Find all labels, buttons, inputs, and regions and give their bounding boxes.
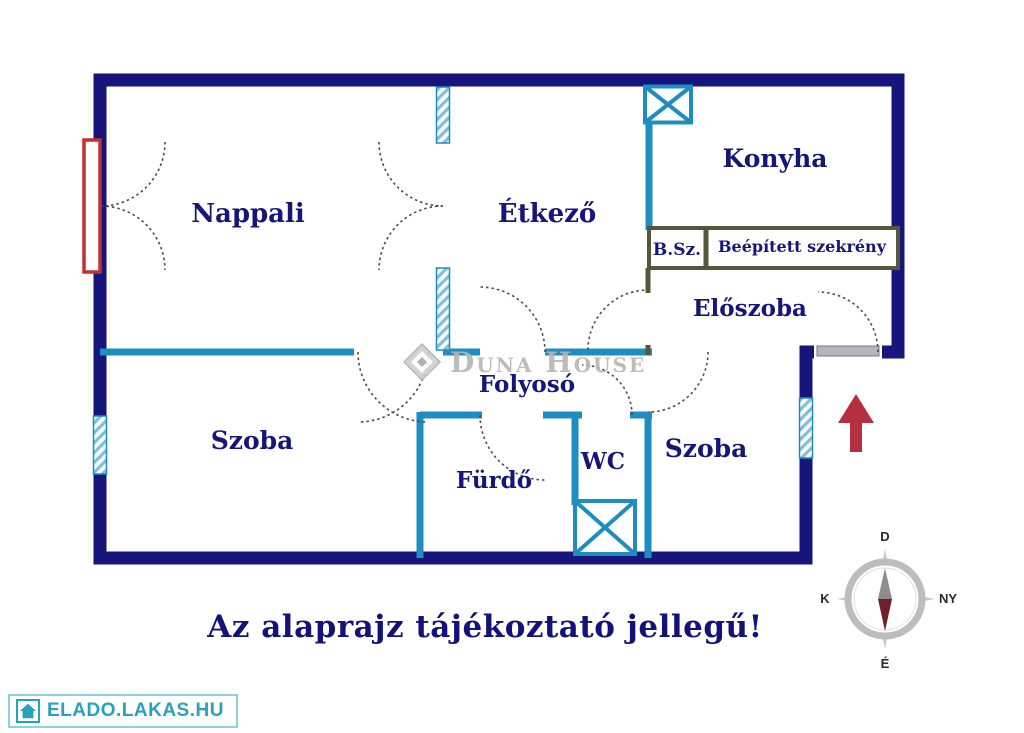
room-label-nappali: Nappali <box>191 199 305 229</box>
cabinet-walls <box>645 226 900 355</box>
compass-label-right: NY <box>939 591 957 606</box>
compass-needle-south-icon <box>878 599 892 631</box>
compass-label-left: K <box>820 591 830 606</box>
glazed-wall-top <box>435 86 451 144</box>
room-label-beepitett-szekreny: Beépített szekrény <box>718 237 887 256</box>
compass-rose: D É K NY <box>820 529 957 671</box>
elado-lakas-logo: ELADO.LAKAS.HU <box>8 694 238 728</box>
room-label-szoba-left: Szoba <box>211 426 294 455</box>
door-swing-arcs <box>100 141 879 481</box>
disclaimer-text: Az alaprajz tájékoztató jellegű! <box>206 609 762 645</box>
glazed-wall-bottom <box>435 267 451 351</box>
wc-shaft <box>573 499 637 556</box>
room-label-etkezo: Étkező <box>498 197 597 229</box>
compass-needle-north-icon <box>878 568 892 599</box>
room-label-eloszoba: Előszoba <box>693 295 807 322</box>
window-left-szoba <box>92 415 108 475</box>
windows <box>82 86 814 475</box>
compass-label-bottom: É <box>881 656 890 671</box>
entrance-arrow-icon <box>838 394 874 452</box>
room-label-furdo: Fürdő <box>456 467 532 494</box>
room-labels: Nappali Étkező Konyha B.Sz. Beépített sz… <box>191 144 886 494</box>
kitchen-shaft <box>643 84 693 125</box>
compass-label-top: D <box>880 529 889 544</box>
room-label-folyoso: Folyosó <box>479 371 575 398</box>
window-nappali-red-frame <box>82 138 102 274</box>
room-label-wc: WC <box>580 448 625 475</box>
interior-walls <box>100 120 653 558</box>
footer-logo-text: ELADO.LAKAS.HU <box>47 700 224 721</box>
outer-wall <box>93 73 905 565</box>
entrance-door-slab <box>816 345 880 357</box>
window-right-szoba <box>798 397 814 459</box>
room-label-bsz: B.Sz. <box>653 240 701 260</box>
house-icon <box>16 699 40 723</box>
room-label-konyha: Konyha <box>723 144 828 173</box>
watermark: Duna House <box>402 342 646 382</box>
room-label-szoba-right: Szoba <box>665 434 748 463</box>
duna-house-diamond-core <box>417 357 427 367</box>
watermark-text: Duna House <box>450 346 646 379</box>
